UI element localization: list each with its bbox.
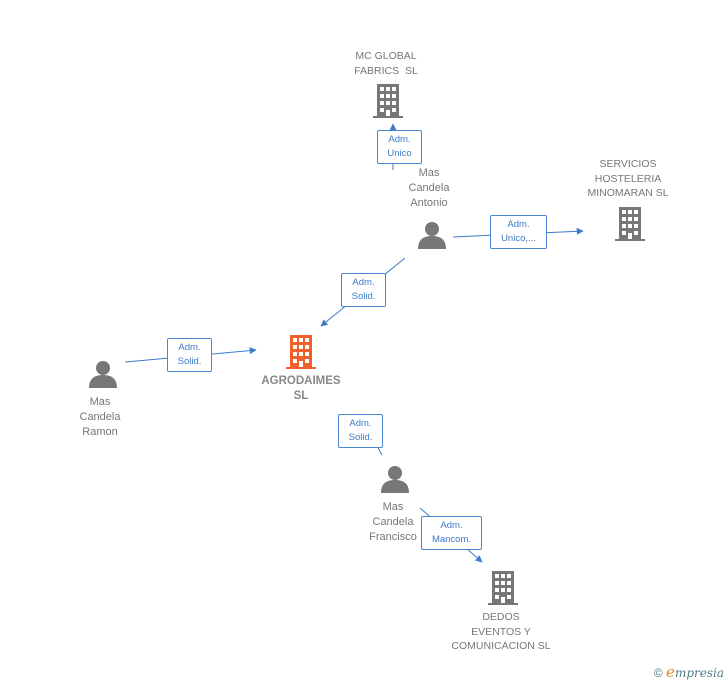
edge-label-francisco-dedos[interactable]: Adm. Mancom. <box>421 516 482 550</box>
person-label-ramon[interactable]: Mas Candela Ramon <box>79 396 121 438</box>
brand-e: e <box>666 663 675 681</box>
building-icon[interactable] <box>373 84 403 118</box>
person-icon[interactable] <box>88 360 118 388</box>
company-label-mc-global[interactable]: MC GLOBAL FABRICS SL <box>354 50 418 77</box>
edge-label-francisco-agrodaimes[interactable]: Adm. Solid. <box>338 414 383 448</box>
person-icon[interactable] <box>380 465 410 493</box>
building-icon[interactable] <box>488 571 518 605</box>
company-label-dedos[interactable]: DEDOS EVENTOS Y COMUNICACION SL <box>451 611 551 652</box>
person-label-antonio[interactable]: Mas Candela Antonio <box>408 167 450 209</box>
company-label-servicios[interactable]: SERVICIOS HOSTELERIA MINOMARAN SL <box>587 158 669 199</box>
company-label-agrodaimes[interactable]: AGRODAIMES SL <box>261 375 341 402</box>
edge-label-ramon-agrodaimes[interactable]: Adm. Solid. <box>167 338 212 372</box>
brand-logo[interactable]: © empresia <box>654 663 724 681</box>
edge-label-antonio-servicios[interactable]: Adm. Unico,... <box>490 215 547 249</box>
building-icon[interactable] <box>615 207 645 241</box>
edge-label-antonio-agrodaimes[interactable]: Adm. Solid. <box>341 273 386 307</box>
copyright-icon: © <box>653 666 663 680</box>
person-icon[interactable] <box>417 221 447 249</box>
edge-label-antonio-mcglobal[interactable]: Adm. Unico <box>377 130 422 164</box>
person-label-francisco[interactable]: Mas Candela Francisco <box>369 501 417 543</box>
brand-text: mpresia <box>674 666 724 680</box>
building-icon-focus[interactable] <box>286 335 316 369</box>
